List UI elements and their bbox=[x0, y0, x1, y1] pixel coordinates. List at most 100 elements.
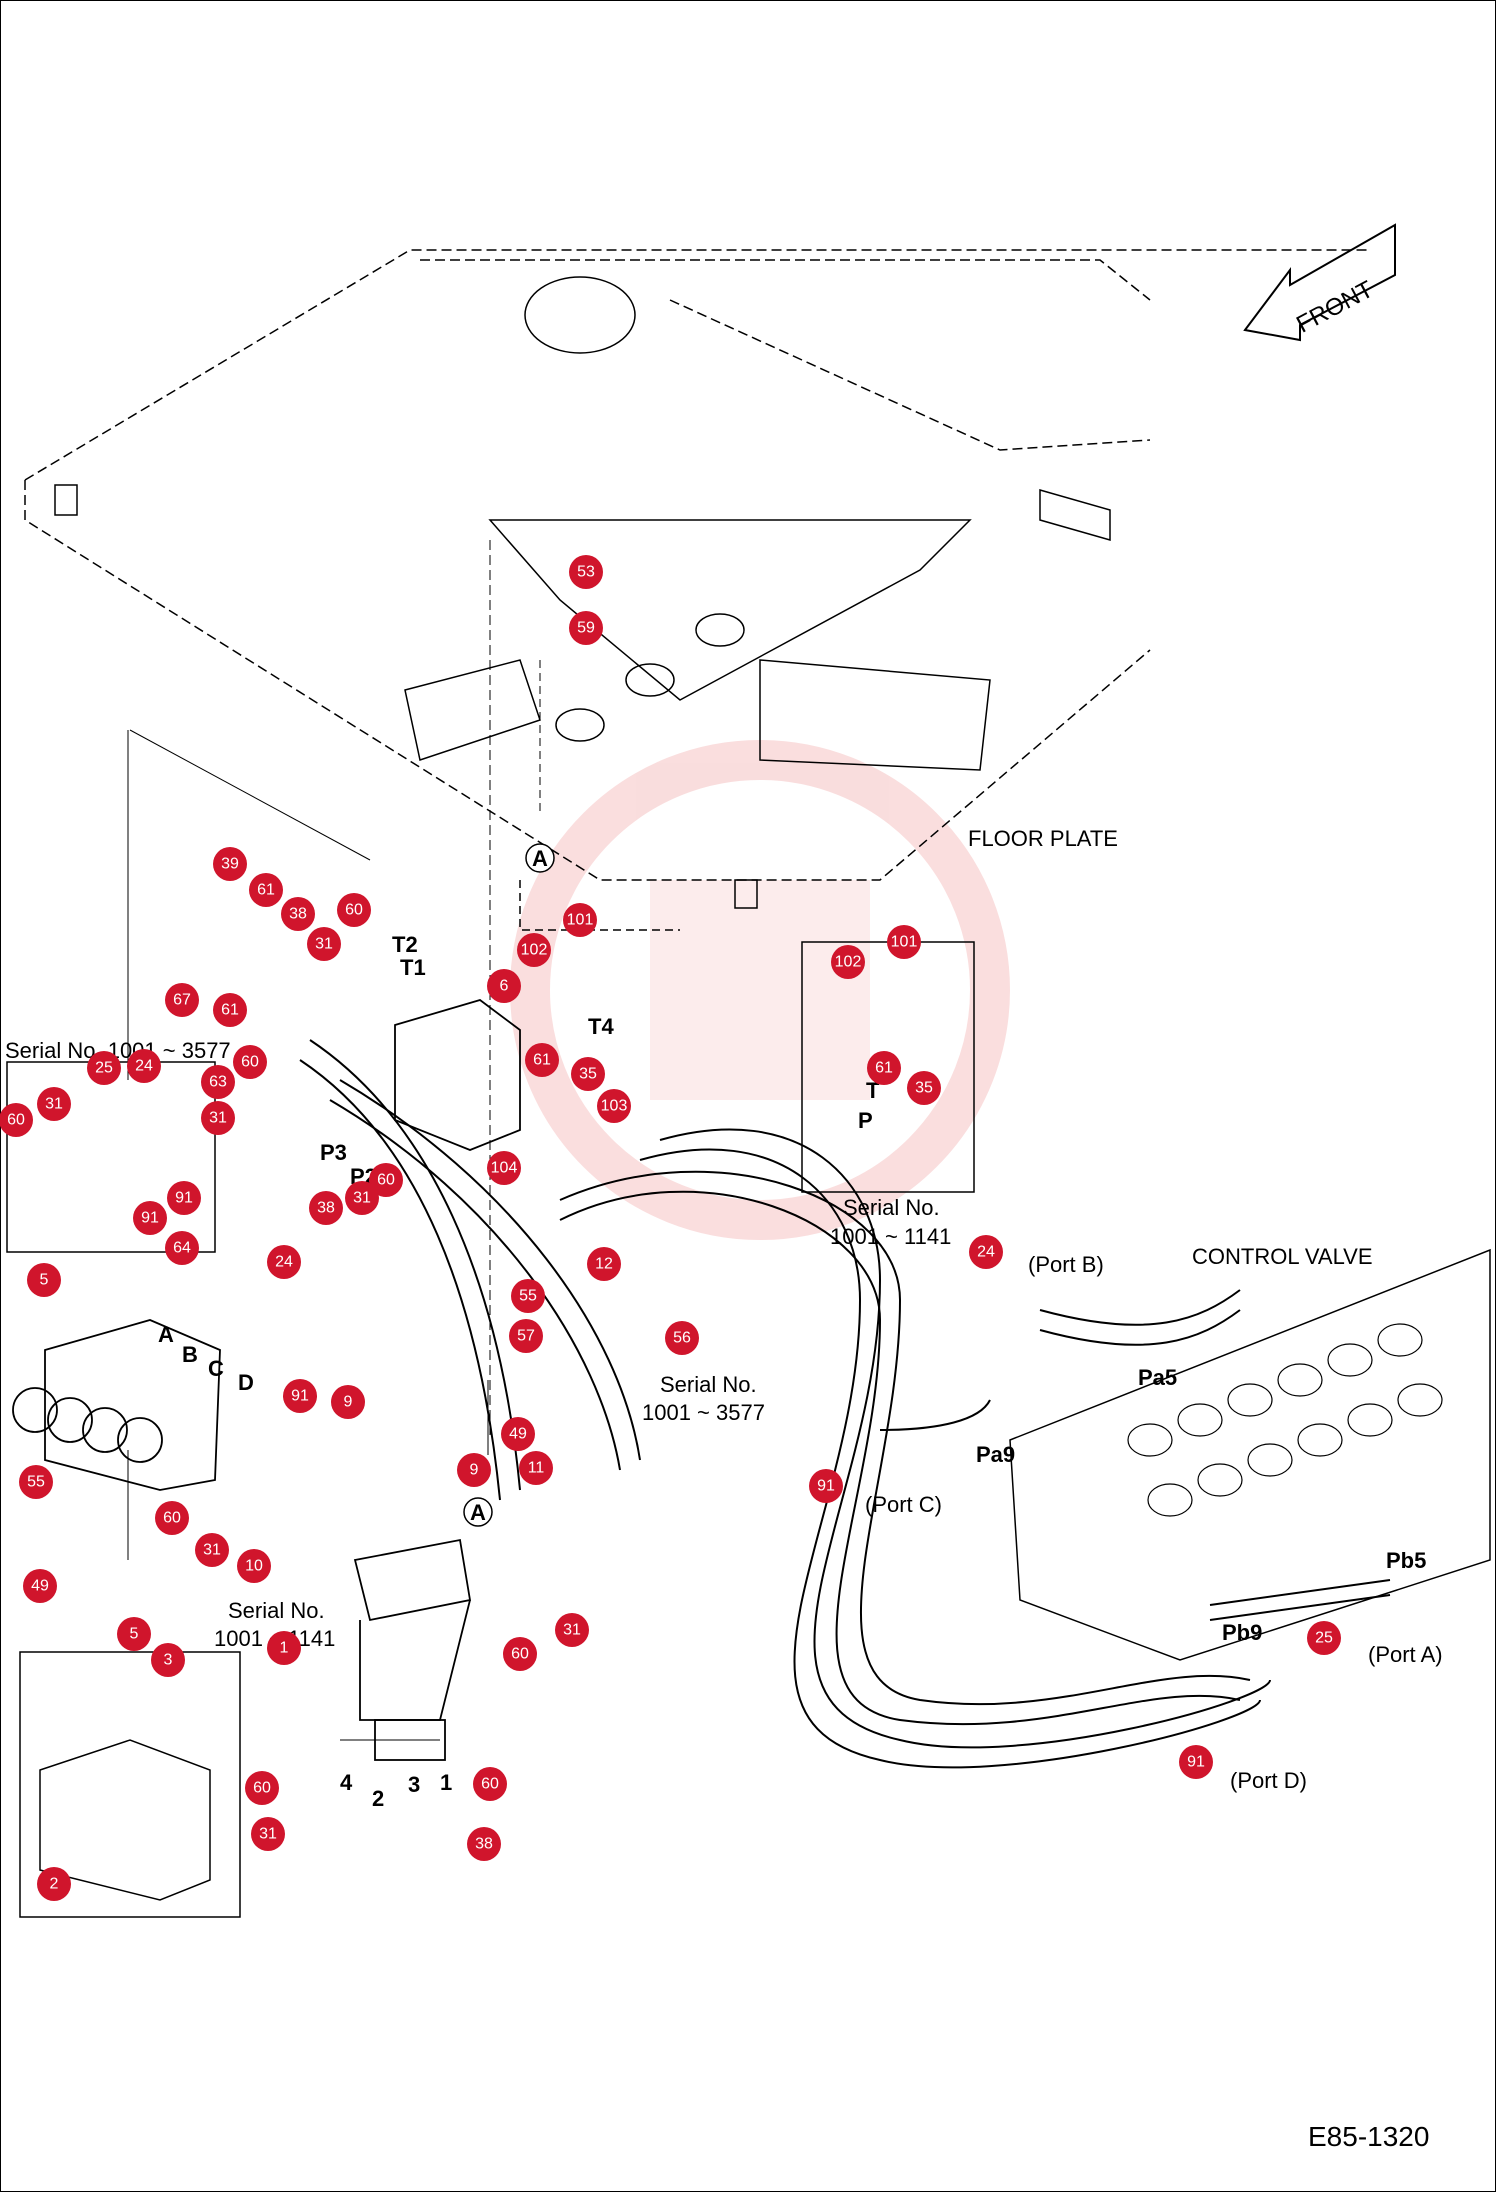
callout-number: 38 bbox=[475, 1836, 493, 1853]
callout-c102a: 102 bbox=[517, 933, 551, 967]
callout-number: 9 bbox=[344, 1394, 353, 1411]
port-b-letter: B bbox=[182, 1342, 198, 1367]
hoses bbox=[299, 1039, 1391, 1769]
serial-label-1: Serial No. bbox=[843, 1195, 940, 1220]
callout-c91d: 91 bbox=[809, 1469, 843, 1503]
callout-c6: 6 bbox=[487, 969, 521, 1003]
callout-number: 35 bbox=[915, 1080, 933, 1097]
callout-circle bbox=[23, 1569, 57, 1603]
callout-circle bbox=[249, 873, 283, 907]
callout-circle bbox=[563, 903, 597, 937]
port-p3-label: P3 bbox=[320, 1140, 347, 1165]
callout-number: 12 bbox=[595, 1256, 613, 1273]
port-t-label: T bbox=[866, 1078, 880, 1103]
callout-number: 103 bbox=[601, 1098, 628, 1115]
callout-c9a: 9 bbox=[331, 1385, 365, 1419]
callout-number: 60 bbox=[163, 1510, 181, 1527]
callout-circle bbox=[37, 1087, 71, 1121]
port-p-label: P bbox=[858, 1108, 873, 1133]
callout-number: 53 bbox=[577, 564, 595, 581]
callout-c61b: 61 bbox=[213, 993, 247, 1027]
callout-c61d: 61 bbox=[867, 1051, 901, 1085]
callout-circle bbox=[151, 1643, 185, 1677]
callout-c12: 12 bbox=[587, 1247, 621, 1281]
callout-c60e: 60 bbox=[155, 1501, 189, 1535]
callout-c38b: 38 bbox=[309, 1191, 343, 1225]
serial-range-2: 1001 ~ 3577 bbox=[642, 1400, 765, 1425]
callout-circle bbox=[19, 1465, 53, 1499]
callout-c91a: 91 bbox=[167, 1181, 201, 1215]
callout-c57: 57 bbox=[509, 1319, 543, 1353]
callout-number: 5 bbox=[40, 1272, 49, 1289]
callout-c55b: 55 bbox=[19, 1465, 53, 1499]
callout-circle bbox=[201, 1065, 235, 1099]
callout-circle bbox=[571, 1057, 605, 1091]
callout-number: 60 bbox=[481, 1776, 499, 1793]
callout-circle bbox=[337, 893, 371, 927]
callout-circle bbox=[133, 1201, 167, 1235]
callout-circle bbox=[587, 1247, 621, 1281]
callout-circle bbox=[831, 945, 865, 979]
callout-number: 91 bbox=[175, 1190, 193, 1207]
callout-number: 31 bbox=[259, 1826, 277, 1843]
callout-c60d: 60 bbox=[369, 1163, 403, 1197]
callout-c24c: 24 bbox=[969, 1235, 1003, 1269]
callout-circle bbox=[503, 1637, 537, 1671]
callout-c91e: 91 bbox=[1179, 1745, 1213, 1779]
callout-number: 25 bbox=[95, 1060, 113, 1077]
port-t4-label: T4 bbox=[588, 1014, 614, 1039]
callout-c31f: 31 bbox=[555, 1613, 589, 1647]
callout-circle bbox=[369, 1163, 403, 1197]
callout-c103: 103 bbox=[597, 1089, 631, 1123]
callout-circle bbox=[487, 1151, 521, 1185]
callout-c5a: 5 bbox=[27, 1263, 61, 1297]
port-a-label: (Port A) bbox=[1368, 1642, 1443, 1667]
callout-number: 59 bbox=[577, 620, 595, 637]
callout-number: 24 bbox=[135, 1058, 153, 1075]
manifold-blocks bbox=[12, 999, 521, 1491]
callout-c61a: 61 bbox=[249, 873, 283, 907]
callout-number: 61 bbox=[533, 1052, 551, 1069]
callout-circle bbox=[907, 1071, 941, 1105]
callout-c61c: 61 bbox=[525, 1043, 559, 1077]
callout-circle bbox=[569, 611, 603, 645]
callout-c60h: 60 bbox=[473, 1767, 507, 1801]
front-label: FRONT bbox=[1292, 276, 1378, 339]
callout-circle bbox=[597, 1089, 631, 1123]
callout-c56: 56 bbox=[665, 1321, 699, 1355]
callout-c49b: 49 bbox=[23, 1569, 57, 1603]
port-num-2: 2 bbox=[372, 1786, 384, 1811]
callout-c67: 67 bbox=[165, 983, 199, 1017]
callout-circle bbox=[281, 897, 315, 931]
pa5-label: Pa5 bbox=[1138, 1365, 1177, 1390]
serial-range-1: 1001 ~ 1141 bbox=[830, 1224, 951, 1249]
callout-c38c: 38 bbox=[467, 1827, 501, 1861]
callout-number: 91 bbox=[141, 1210, 159, 1227]
callout-number: 61 bbox=[875, 1060, 893, 1077]
pa9-label: Pa9 bbox=[976, 1442, 1015, 1467]
callout-c101b: 101 bbox=[887, 925, 921, 959]
callout-circle bbox=[517, 933, 551, 967]
callout-number: 61 bbox=[257, 882, 275, 899]
callout-circle bbox=[1179, 1745, 1213, 1779]
port-c-letter: C bbox=[208, 1356, 224, 1381]
callout-circle bbox=[525, 1043, 559, 1077]
pb9-label: Pb9 bbox=[1222, 1620, 1262, 1645]
callout-c31d: 31 bbox=[345, 1181, 379, 1215]
callout-circle bbox=[27, 1263, 61, 1297]
pilot-valve bbox=[353, 1538, 472, 1761]
callout-number: 91 bbox=[1187, 1754, 1205, 1771]
callout-circle bbox=[37, 1867, 71, 1901]
callout-circle bbox=[237, 1549, 271, 1583]
callout-number: 49 bbox=[509, 1426, 527, 1443]
callout-circle bbox=[201, 1101, 235, 1135]
callout-circle bbox=[467, 1827, 501, 1861]
callout-number: 38 bbox=[289, 906, 307, 923]
port-num-3: 3 bbox=[408, 1772, 420, 1797]
callout-circle bbox=[309, 1191, 343, 1225]
callout-c60g: 60 bbox=[245, 1771, 279, 1805]
callout-c35a: 35 bbox=[571, 1057, 605, 1091]
callout-number: 31 bbox=[353, 1190, 371, 1207]
port-c-label: (Port C) bbox=[865, 1492, 942, 1517]
